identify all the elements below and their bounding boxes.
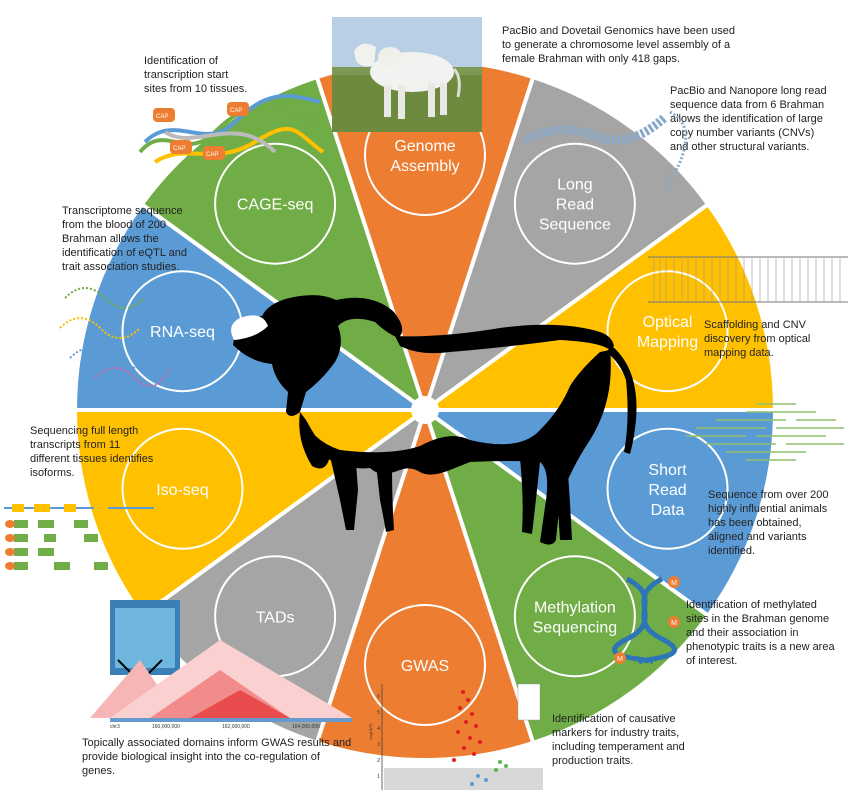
circle-methylation bbox=[513, 555, 636, 678]
note-short-read: Sequence from over 200 highly influentia… bbox=[708, 489, 829, 557]
label-genome-assembly: Assembly bbox=[390, 158, 459, 175]
gwas-y-label: -log10(P) bbox=[368, 723, 373, 740]
cap-label: CAP bbox=[156, 114, 168, 120]
isoform-diagram bbox=[4, 504, 154, 570]
label-methylation: Methylation bbox=[534, 599, 616, 616]
cage-molecule-icon: CAP CAP CAP CAP bbox=[138, 94, 325, 164]
cap-label: CAP bbox=[173, 146, 185, 152]
circle-short-read bbox=[606, 427, 729, 550]
label-iso-seq: Iso-seq bbox=[156, 482, 208, 499]
note-tads: Topically associated domains inform GWAS… bbox=[82, 737, 352, 777]
label-cage-seq: CAGE-seq bbox=[237, 197, 313, 214]
label-long-read: Read bbox=[556, 197, 594, 214]
gwas-manhattan-plot: 1 2 3 4 5 6 -log10(P) bbox=[368, 683, 543, 790]
note-iso-seq: Sequencing full length transcripts from … bbox=[30, 425, 154, 479]
wheel-hub bbox=[411, 396, 439, 424]
label-methylation: Sequencing bbox=[533, 619, 618, 636]
note-cage-seq: Identification of transcription start si… bbox=[144, 55, 248, 95]
methyl-label: M bbox=[671, 580, 677, 587]
gwas-y-tick: 1 bbox=[377, 774, 380, 780]
note-genome-assembly: PacBio and Dovetail Genomics have been u… bbox=[502, 25, 735, 65]
label-genome-assembly: Genome bbox=[394, 138, 455, 155]
tads-axis-tick: 164,000,000 bbox=[292, 724, 320, 730]
label-short-read: Read bbox=[648, 482, 686, 499]
gwas-y-tick: 3 bbox=[377, 742, 380, 748]
methyl-label: M bbox=[617, 656, 623, 663]
note-methylation: Identification of methylated sites in th… bbox=[686, 599, 835, 667]
note-long-read: PacBio and Nanopore long read sequence d… bbox=[670, 85, 827, 153]
note-rna-seq: Transcriptome sequence from the blood of… bbox=[62, 205, 187, 273]
cow-photo bbox=[332, 17, 482, 132]
methyl-label: M bbox=[671, 620, 677, 627]
gwas-y-tick: 5 bbox=[377, 710, 380, 716]
circle-cage-seq bbox=[214, 142, 337, 265]
circle-gwas bbox=[364, 604, 486, 726]
label-rna-seq: RNA-seq bbox=[150, 324, 215, 341]
tads-axis-tick: chr3 bbox=[110, 724, 120, 730]
long-read-helix-icon bbox=[522, 110, 688, 192]
optical-map-lines bbox=[648, 256, 848, 303]
cap-label: CAP bbox=[230, 108, 242, 114]
circle-long-read bbox=[513, 142, 636, 265]
label-short-read: Data bbox=[651, 502, 685, 519]
rna-strands-icon bbox=[59, 287, 171, 387]
cap-label: CAP bbox=[206, 152, 218, 158]
label-long-read: Long bbox=[557, 177, 593, 194]
gwas-y-tick: 4 bbox=[377, 726, 380, 732]
dna-methylation-icon: M M M bbox=[612, 576, 680, 664]
note-optical-mapping: Scaffolding and CNV discovery from optic… bbox=[704, 319, 811, 359]
short-read-lines bbox=[686, 403, 844, 461]
label-long-read: Sequence bbox=[539, 217, 611, 234]
note-gwas: Identification of causative markers for … bbox=[552, 713, 685, 767]
circle-optical-mapping bbox=[606, 270, 729, 393]
label-optical-mapping: Optical bbox=[643, 314, 693, 331]
label-short-read: Short bbox=[648, 462, 687, 479]
label-optical-mapping: Mapping bbox=[637, 334, 698, 351]
gwas-y-tick: 2 bbox=[377, 758, 380, 764]
tads-axis-tick: 162,000,000 bbox=[222, 724, 250, 730]
tads-heatmap: chr3 160,000,000 162,000,000 164,000,000 bbox=[90, 600, 352, 730]
circle-iso-seq bbox=[121, 427, 244, 550]
gwas-y-tick: 6 bbox=[377, 694, 380, 700]
label-gwas: GWAS bbox=[401, 658, 449, 675]
label-tads: TADs bbox=[256, 609, 295, 626]
tads-axis-tick: 160,000,000 bbox=[152, 724, 180, 730]
